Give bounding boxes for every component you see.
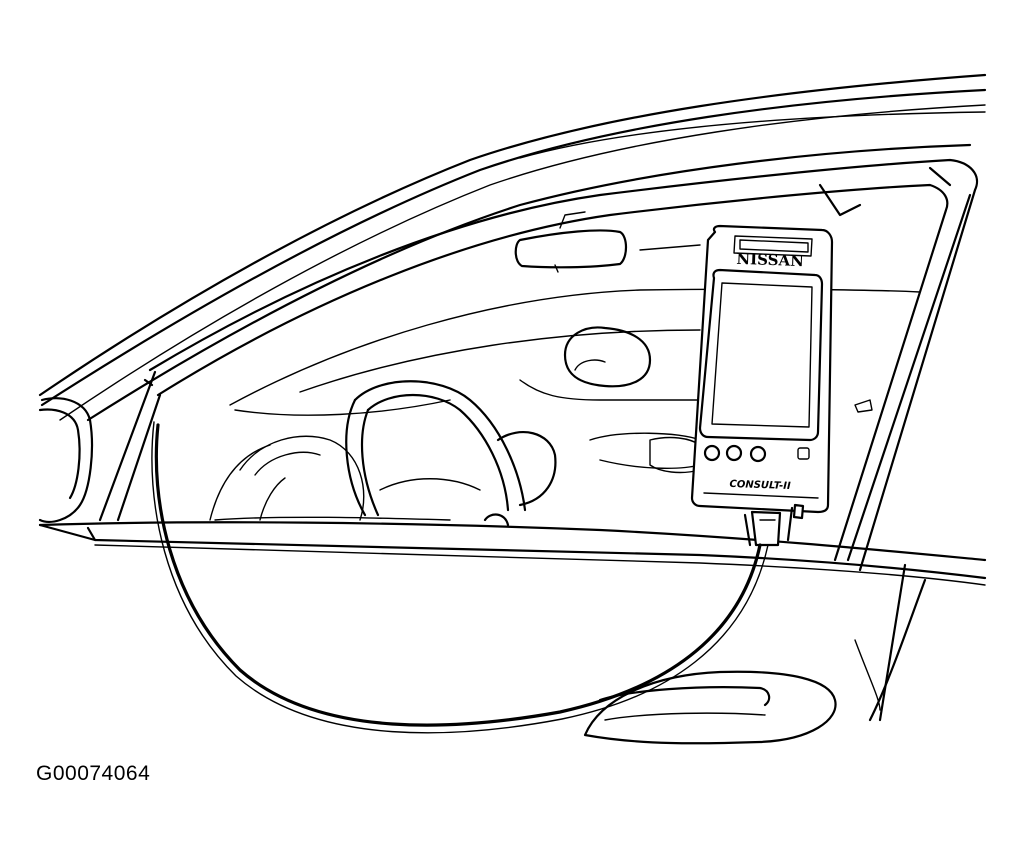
door-handle [583,670,837,745]
steering-wheel [209,380,557,527]
figure-id-label: G00074064 [36,762,151,785]
device-brand: NISSAN [736,250,804,270]
scan-tool: NISSAN CONSULT-II [690,224,834,547]
device-model-label: CONSULT-II [729,479,791,492]
window-frame [148,158,978,572]
dashboard [214,244,921,521]
rearview-mirror [514,211,628,273]
roof-line [38,73,987,422]
door-body [38,521,987,722]
diagnostic-cable [151,421,769,734]
side-mirror [38,370,162,523]
